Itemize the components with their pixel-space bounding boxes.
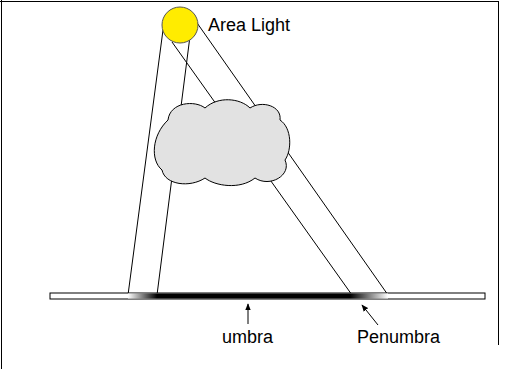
light-rays xyxy=(128,20,388,295)
penumbra-label: Penumbra xyxy=(357,328,440,348)
occluder-cloud xyxy=(154,100,289,186)
leader-arrows xyxy=(248,304,378,325)
frame xyxy=(0,0,499,369)
umbra-label: umbra xyxy=(222,328,273,348)
ground-plane xyxy=(50,293,485,299)
light-label: Area Light xyxy=(208,16,290,36)
area-light-circle xyxy=(162,7,198,43)
